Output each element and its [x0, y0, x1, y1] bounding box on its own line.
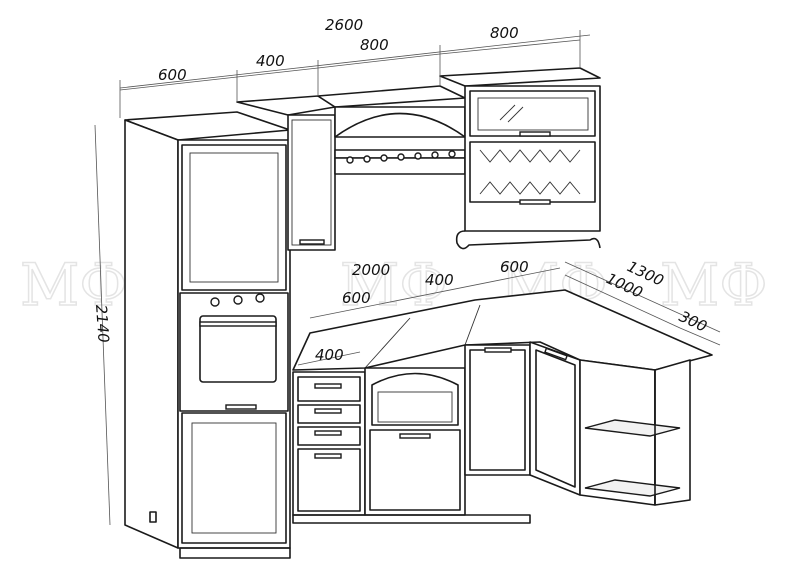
upper-cabinet-800 [439, 67, 601, 250]
dim-lower-400: 400 [425, 271, 454, 289]
dimension-lines [94, 30, 721, 526]
dimension-labels: 2600 600 400 800 800 2140 2000 600 400 6… [92, 16, 710, 364]
tall-cabinet [124, 111, 291, 559]
dim-upper-hood: 800 [360, 36, 389, 54]
hooks [346, 150, 456, 164]
lower-cabinets [292, 341, 691, 524]
dim-upper-narrow: 400 [256, 52, 285, 70]
dim-upper-tall: 600 [158, 66, 187, 84]
dim-upper-total: 2600 [325, 16, 363, 34]
svg-text:МФ: МФ [660, 251, 768, 319]
dim-lower-total: 2000 [352, 261, 390, 279]
hood-shelf-800 [317, 85, 466, 175]
dim-drawer-400: 400 [315, 346, 344, 364]
dim-lower-600-right: 600 [500, 258, 529, 276]
dim-lower-600: 600 [342, 289, 371, 307]
svg-text:МФ: МФ [20, 251, 128, 319]
dim-upper-right: 800 [490, 24, 519, 42]
dim-height: 2140 [92, 304, 113, 343]
